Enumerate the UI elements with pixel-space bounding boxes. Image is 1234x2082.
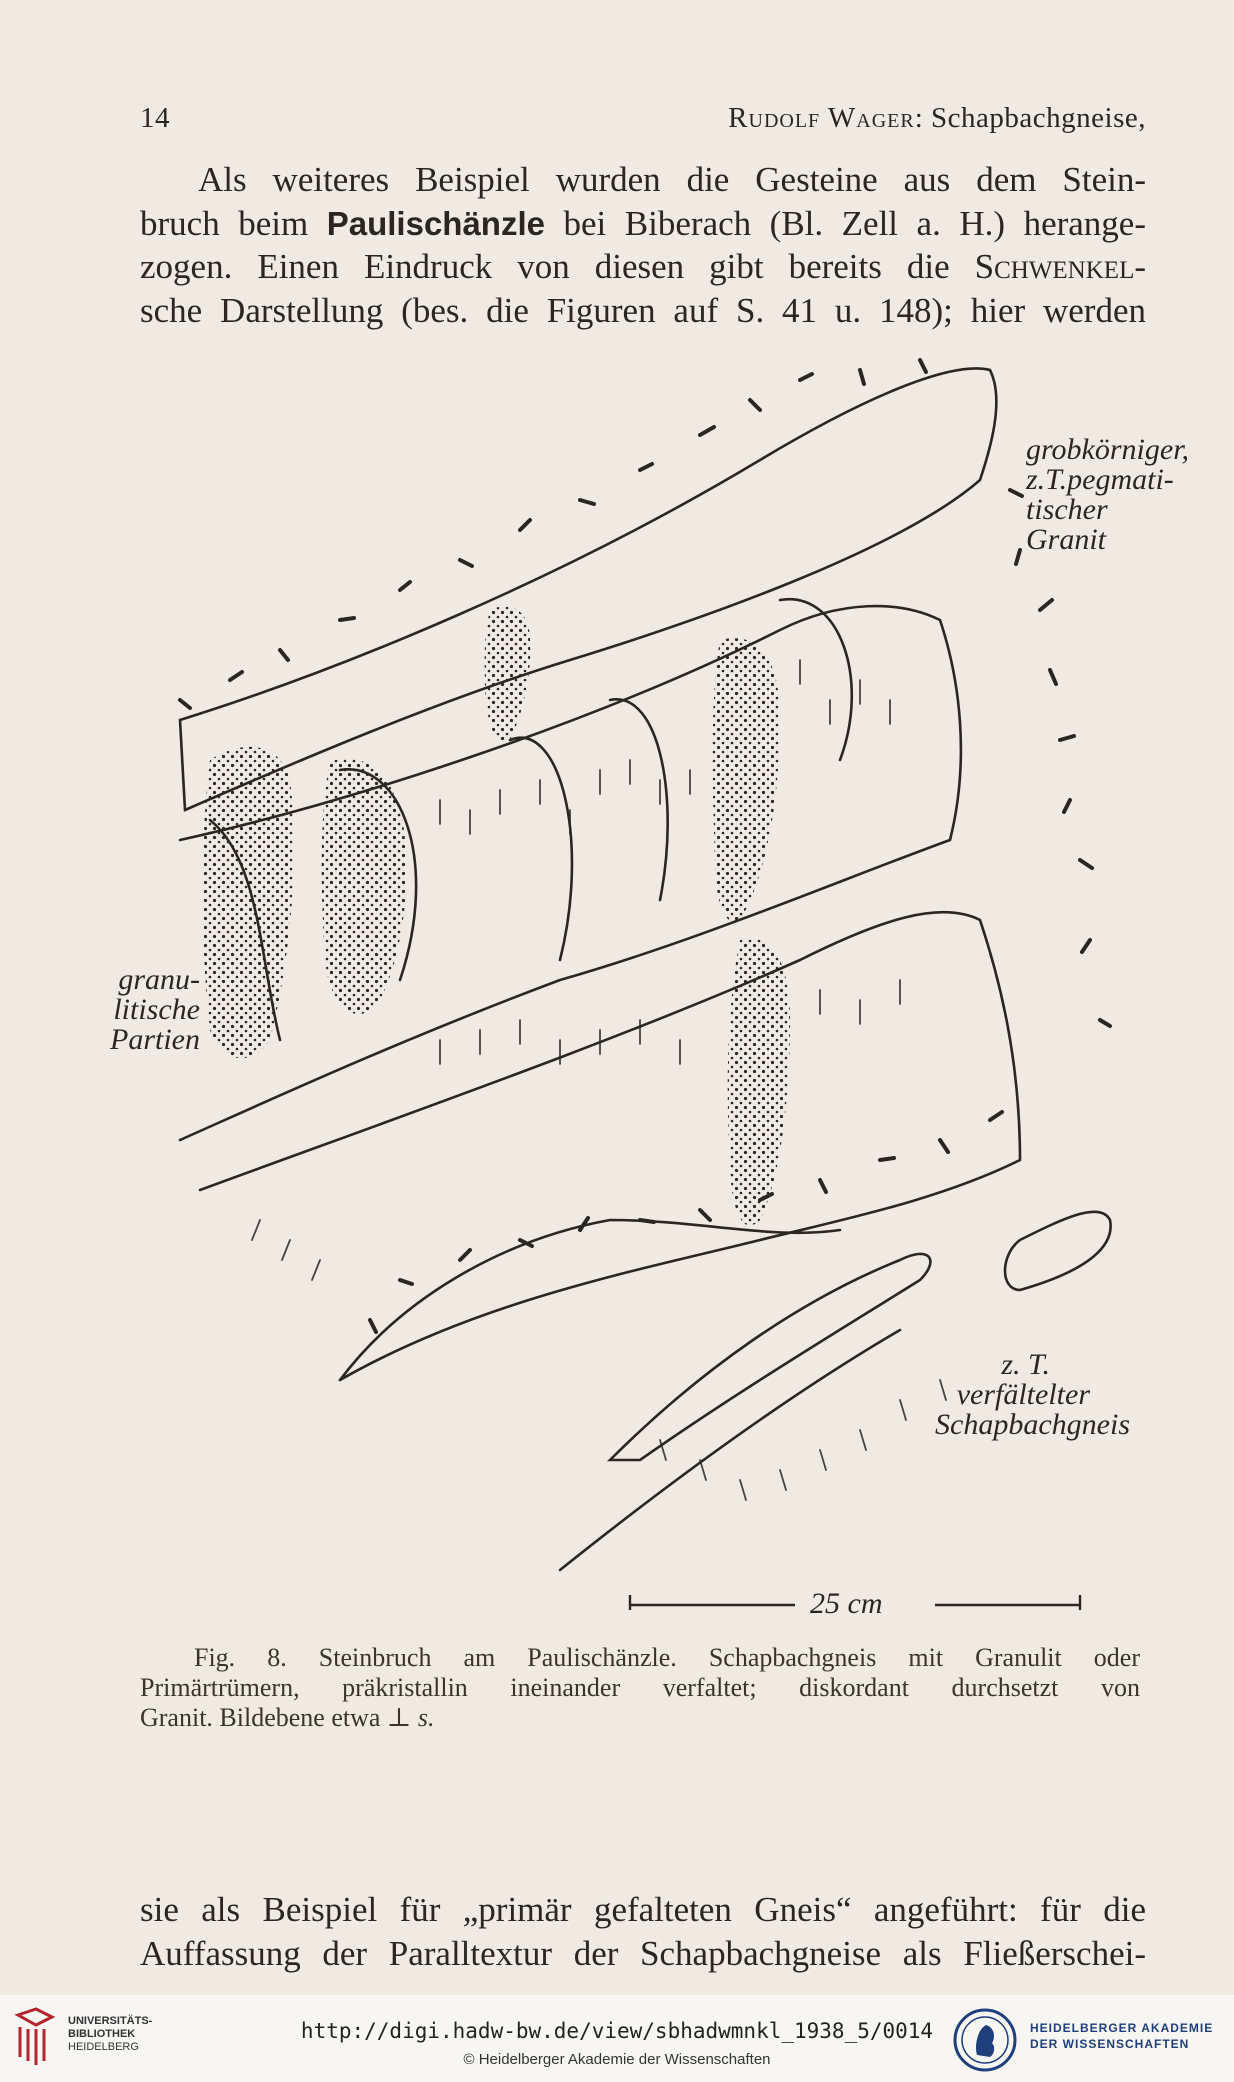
text-span: Granit. Bildebene etwa [140, 1703, 387, 1732]
lower-granite-band [198, 910, 1022, 1382]
label-line: grobkörniger, [1026, 433, 1190, 466]
copyright-notice: © Heidelberger Akademie der Wissenschaft… [463, 2051, 771, 2068]
library-line: UNIVERSITÄTS- [68, 2015, 153, 2027]
text-span: bruch beim [140, 203, 327, 243]
library-logo-icon [10, 2007, 60, 2074]
text-span: zogen. Einen Eindruck von diesen gibt be… [140, 247, 975, 286]
granulite-lens-5 [727, 938, 790, 1226]
gneis-texture [251, 659, 947, 1501]
label-granulite: granu- litische Partien [90, 965, 200, 1055]
scale-label: 25 cm [810, 1587, 883, 1620]
perpendicular-symbol: ⊥ [386, 1703, 412, 1732]
label-line: litische [113, 993, 200, 1026]
figure-caption: Fig. 8. Steinbruch am Paulischänzle. Sch… [140, 1643, 1140, 1733]
text-line: Auffassung der Paralltextur der Schapbac… [140, 1933, 1146, 1973]
text-span: bei Biberach (Bl. Zell a. H.) herange- [545, 203, 1146, 243]
gneis-finger-2 [1003, 1210, 1112, 1292]
label-gneis: z. T. verfältelter Schapbachgneis [880, 1350, 1130, 1440]
scale-label-bg [795, 1585, 935, 1625]
text-line: bruch beim Paulischänzle bei Biberach (B… [140, 202, 1146, 246]
caption-line: Primärtrümern, präkristallin ineinander … [140, 1673, 1140, 1702]
academy-seal-icon [952, 2007, 1018, 2078]
label-line: granu- [118, 963, 200, 996]
page-number: 14 [140, 102, 170, 134]
label-granite: grobkörniger, z.T.pegmati- tischer Grani… [1026, 435, 1189, 555]
granulite-lens-3 [484, 606, 531, 742]
text-line: zogen. Einen Eindruck von diesen gibt be… [140, 245, 1146, 289]
granulite-lens-1 [202, 746, 294, 1059]
locality-name: Paulischänzle [326, 204, 545, 242]
bottom-paragraph: sie als Beispiel für „primär gefalteten … [140, 1888, 1146, 1975]
author-name: Rudolf Wager [728, 102, 915, 134]
scanned-page: 14 Rudolf Wager: Schapbachgneise, Als we… [110, 102, 1190, 1975]
label-line: z. T. [1001, 1348, 1050, 1381]
library-line: HEIDELBERG [68, 2041, 139, 2053]
book-title: Schapbachgneise, [931, 102, 1146, 134]
label-line: Partien [110, 1023, 200, 1056]
label-line: verfältelter [956, 1378, 1090, 1411]
top-paragraph: Als weiteres Beispiel wurden die Gestein… [140, 158, 1146, 332]
viewer-footer: UNIVERSITÄTS- BIBLIOTHEK HEIDELBERG http… [0, 1995, 1234, 2082]
figure-8: grobkörniger, z.T.pegmati- tischer Grani… [110, 340, 1189, 1625]
permalink[interactable]: http://digi.hadw-bw.de/view/sbhadwmnkl_1… [300, 2019, 934, 2043]
label-line: Schapbachgneis [935, 1408, 1130, 1441]
academy-line: HEIDELBERGER AKADEMIE [1030, 2021, 1214, 2035]
academy-name: HEIDELBERGER AKADEMIE DER WISSENSCHAFTEN [1030, 2020, 1213, 2052]
gneis-finger-3 [558, 1328, 902, 1572]
text-span: s. [411, 1703, 435, 1732]
label-line: tischer Granit [1026, 493, 1108, 556]
library-line: BIBLIOTHEK [68, 2028, 136, 2040]
gneis-finger-1 [606, 1252, 932, 1462]
granulite-lens-2 [321, 758, 407, 1015]
granulite-lens-4 [712, 638, 780, 922]
granite-texture [178, 358, 1112, 1334]
label-line: z.T.pegmati- [1026, 463, 1174, 496]
text-line: Als weiteres Beispiel wurden die Gestein… [198, 160, 1146, 199]
geological-sketch [178, 358, 1112, 1625]
library-name: UNIVERSITÄTS- BIBLIOTHEK HEIDELBERG [68, 2015, 152, 2054]
running-title: Rudolf Wager: Schapbachgneise, [728, 102, 1146, 135]
title-separator: : [914, 102, 932, 134]
text-line: sche Darstellung (bes. die Figuren auf S… [140, 290, 1146, 330]
upper-granite-band [178, 367, 998, 812]
text-line: sie als Beispiel für „primär gefalteten … [140, 1890, 1146, 1929]
lower-lens [338, 1218, 842, 1382]
caption-line: Fig. 8. Steinbruch am Paulischänzle. Sch… [194, 1643, 1140, 1672]
middle-granite-band [178, 604, 963, 1142]
caption-line: Granit. Bildebene etwa ⊥ s. [140, 1703, 1140, 1733]
cited-author: Schwenkel- [974, 247, 1146, 286]
academy-line: DER WISSENSCHAFTEN [1030, 2037, 1190, 2051]
